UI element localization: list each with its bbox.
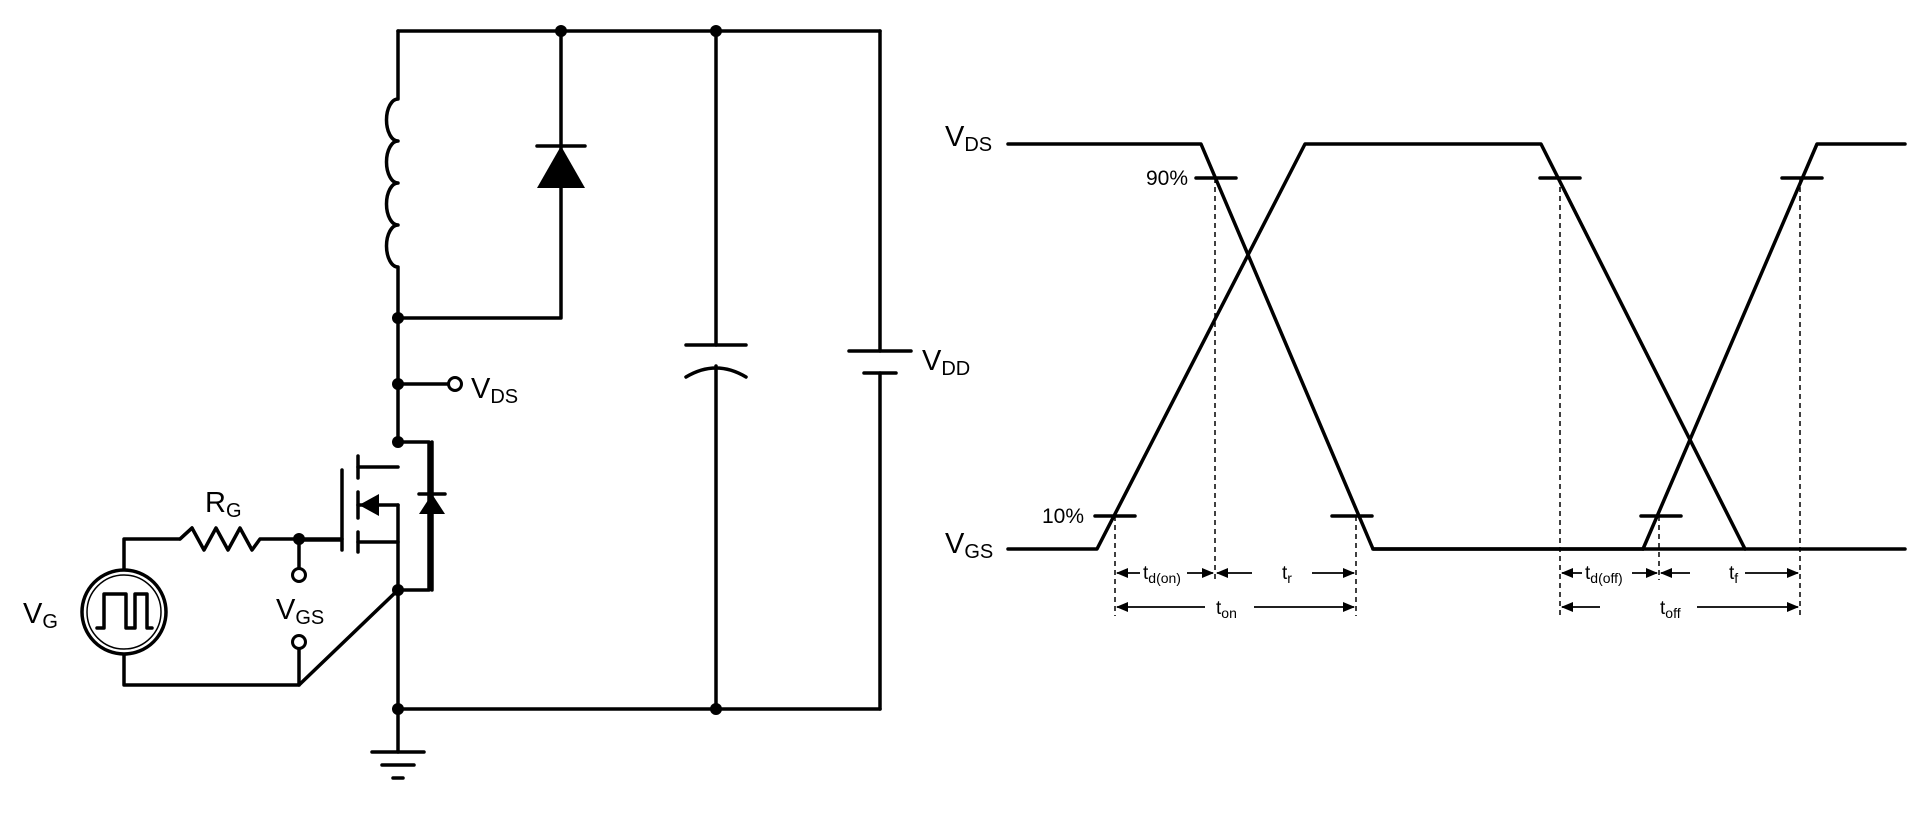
pulse-generator-icon (80, 568, 168, 656)
test-circuit: VG RG VGS VDS VDD (23, 25, 970, 780)
vgs-trace (1006, 142, 1747, 551)
pct10-label: 10% (1042, 505, 1084, 528)
vds-terminal (447, 376, 463, 392)
body-diode (419, 494, 445, 514)
switching-waveform: VDS VGS 90% 10% (945, 121, 1907, 621)
vds-trace-second (1641, 142, 1907, 551)
toff-label: toff (1660, 598, 1681, 621)
freewheel-diode (537, 146, 585, 188)
vds-label: VDS (471, 373, 518, 408)
vds-axis-label: VDS (945, 121, 992, 156)
gate-return-wire (122, 588, 400, 687)
interval-arrows (1116, 568, 1799, 612)
ground-icon (370, 750, 426, 780)
reference-dashes (1114, 178, 1801, 616)
rg-resistor (178, 526, 194, 541)
mosfet-symbol (296, 440, 447, 592)
gate-wire (122, 526, 344, 572)
vgs-axis-label: VGS (945, 528, 993, 563)
junction-dots (293, 25, 722, 715)
vg-label: VG (23, 598, 58, 633)
tr-label: tr (1282, 563, 1292, 586)
vgs-terminal-bottom (291, 634, 307, 650)
vgs-label: VGS (276, 594, 324, 629)
ton-label: ton (1216, 598, 1237, 621)
threshold-ticks (1093, 176, 1824, 518)
freewheel-diode-wire (396, 29, 563, 320)
tf-label: tf (1729, 563, 1738, 586)
pct90-label: 90% (1146, 167, 1188, 190)
td-off-label: td(off) (1585, 563, 1623, 586)
vdd-label: VDD (922, 345, 970, 380)
rg-label: RG (205, 487, 242, 522)
td-on-label: td(on) (1143, 563, 1181, 586)
vds-trace (1006, 142, 1907, 551)
vgs-terminal-top (291, 567, 307, 583)
inductor (384, 29, 400, 320)
